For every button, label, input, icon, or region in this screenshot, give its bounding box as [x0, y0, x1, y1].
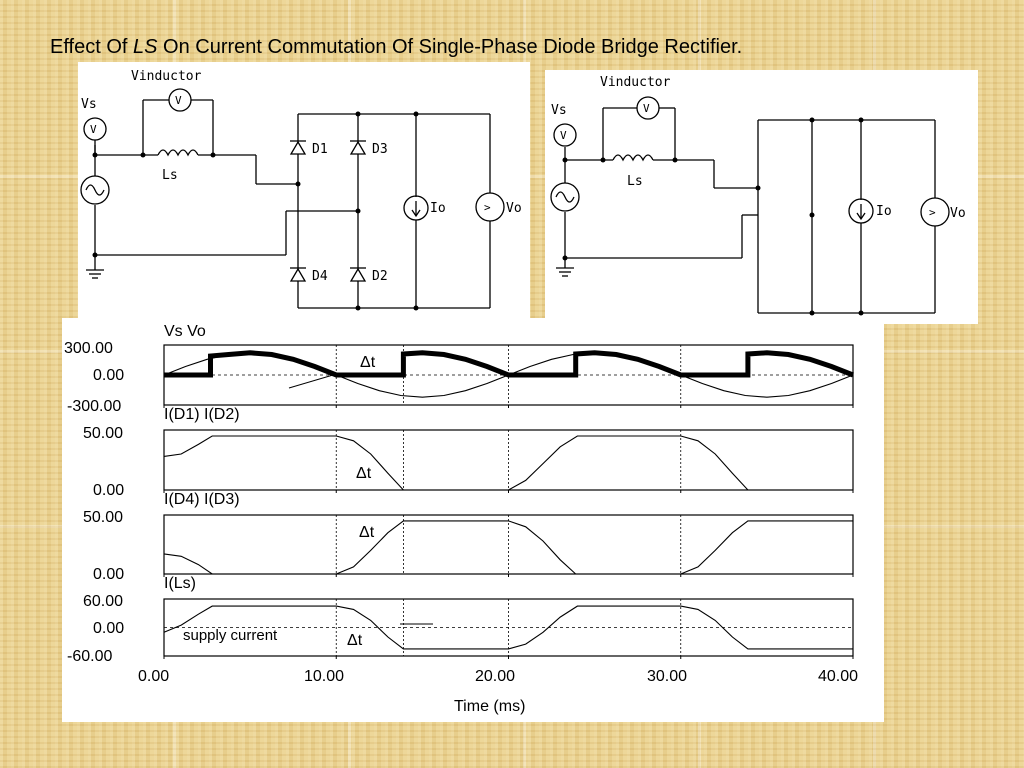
delta-t-label-1: Δt — [360, 354, 376, 371]
x-tick-0: 0.00 — [138, 668, 169, 685]
vo-label: Vo — [506, 201, 522, 216]
io-current-source-symbol — [848, 198, 874, 224]
junction-dot — [858, 310, 864, 316]
junction-dot — [355, 305, 361, 311]
ac-source-symbol — [80, 175, 110, 205]
panel-4-series-1-line — [163, 605, 853, 650]
down-arrow-icon — [411, 209, 421, 218]
junction-dot — [210, 152, 216, 158]
waveform-plot-area: Vs Vo 300.00 0.00 -300.00 I(D1) I(D2) 50… — [64, 323, 858, 715]
panel1-tick-mid: 0.00 — [93, 367, 124, 384]
panel1-tick-top: 300.00 — [64, 340, 113, 357]
junction-dot — [809, 212, 815, 218]
junction-dot — [755, 185, 761, 191]
panel3-legend: I(D4) I(D3) — [164, 491, 240, 508]
inductor-ls-symbol — [157, 149, 199, 157]
ls-label: Ls — [162, 168, 178, 183]
vs-voltmeter-symbol — [553, 123, 577, 147]
junction-dot — [92, 152, 98, 158]
d3-label: D3 — [372, 142, 388, 157]
vinductor-label: Vinductor — [600, 75, 671, 90]
vinductor-meter-v: V — [643, 102, 650, 115]
junction-dot — [672, 157, 678, 163]
junction-dot — [858, 117, 864, 123]
x-tick-30: 30.00 — [647, 668, 687, 685]
panel4-legend: I(Ls) — [164, 575, 196, 592]
d2-label: D2 — [372, 269, 388, 284]
vo-label: Vo — [950, 206, 966, 221]
delta-t-arrow — [288, 374, 334, 389]
down-arrow-icon — [856, 212, 866, 221]
ls-label: Ls — [627, 174, 643, 189]
junction-dot — [562, 157, 568, 163]
x-axis-label: Time (ms) — [454, 698, 525, 715]
junction-dot — [355, 208, 361, 214]
x-tick-40: 40.00 — [818, 668, 858, 685]
slide-title: Effect Of LS On Current Commutation Of S… — [50, 36, 742, 59]
d1-label: D1 — [312, 142, 328, 157]
panel4-tick-mid: 0.00 — [93, 620, 124, 637]
d4-label: D4 — [312, 269, 328, 284]
junction-dot — [413, 111, 419, 117]
junction-dot — [809, 310, 815, 316]
io-label: Io — [876, 204, 892, 219]
junction-dot — [140, 152, 146, 158]
vo-voltmeter-symbol — [475, 192, 505, 222]
delta-t-label-4: Δt — [347, 632, 363, 649]
bridge-rectifier-schematic: Vinductor Vs V V Ls D1 D3 D4 D2 Io > Vo — [80, 69, 522, 311]
title-suffix: On Current Commutation Of Single-Phase D… — [157, 36, 743, 58]
sine-wave-icon — [555, 191, 575, 203]
vs-label: Vs — [81, 97, 97, 112]
x-tick-20: 20.00 — [475, 668, 515, 685]
plot-traces — [163, 344, 854, 659]
panel1-tick-bottom: -300.00 — [67, 398, 121, 415]
diode-d2 — [349, 267, 367, 282]
commutation-equivalent-schematic: Vinductor Vs V V Ls Io > Vo — [550, 75, 966, 316]
vo-voltmeter-symbol — [920, 197, 950, 227]
panel4-tick-bottom: -60.00 — [67, 648, 112, 665]
inductor-ls-symbol — [612, 154, 654, 162]
panel3-tick-bottom: 0.00 — [93, 566, 124, 583]
junction-dot — [562, 255, 568, 261]
panel-1-series-2-line — [164, 350, 854, 378]
io-label: Io — [430, 201, 446, 216]
vinductor-meter-v: V — [175, 94, 182, 107]
junction-dot — [413, 305, 419, 311]
panel2-tick-top: 50.00 — [83, 425, 123, 442]
junction-dot — [295, 181, 301, 187]
sine-wave-icon — [85, 184, 105, 196]
panel3-tick-top: 50.00 — [83, 509, 123, 526]
vs-meter-v: V — [90, 123, 97, 136]
vo-meter-symbol: > — [484, 201, 491, 214]
panel2-legend: I(D1) I(D2) — [164, 406, 240, 423]
junction-dot — [600, 157, 606, 163]
diode-d3 — [349, 140, 367, 155]
junction-dot — [92, 252, 98, 258]
junction-dot — [355, 111, 361, 117]
waveform-plots: Vs Vo 300.00 0.00 -300.00 I(D1) I(D2) 50… — [62, 318, 884, 722]
io-current-source-symbol — [403, 195, 429, 221]
vinductor-label: Vinductor — [131, 69, 202, 84]
panel-2-series-1-line — [163, 435, 853, 491]
delta-t-label-3: Δt — [359, 524, 375, 541]
commutation-equivalent-circuit: Vinductor Vs V V Ls Io > Vo — [545, 70, 978, 324]
bridge-rectifier-circuit: Vinductor Vs V V Ls D1 D3 D4 D2 Io > Vo — [78, 62, 530, 320]
panel-3-series-1-line — [163, 520, 853, 575]
title-ls: LS — [133, 36, 158, 58]
diode-d1 — [289, 140, 307, 155]
vo-meter-symbol: > — [929, 206, 936, 219]
x-tick-10: 10.00 — [304, 668, 344, 685]
diode-d4 — [289, 267, 307, 282]
junction-dot — [809, 117, 815, 123]
title-prefix: Effect Of — [50, 36, 133, 58]
vs-meter-v: V — [560, 129, 567, 142]
panel2-tick-bottom: 0.00 — [93, 482, 124, 499]
delta-t-label-2: Δt — [356, 465, 372, 482]
panel1-legend: Vs Vo — [164, 323, 206, 340]
ac-source-symbol — [550, 182, 580, 212]
panel4-tick-top: 60.00 — [83, 593, 123, 610]
supply-current-label: supply current — [183, 627, 278, 644]
vs-label: Vs — [551, 103, 567, 118]
